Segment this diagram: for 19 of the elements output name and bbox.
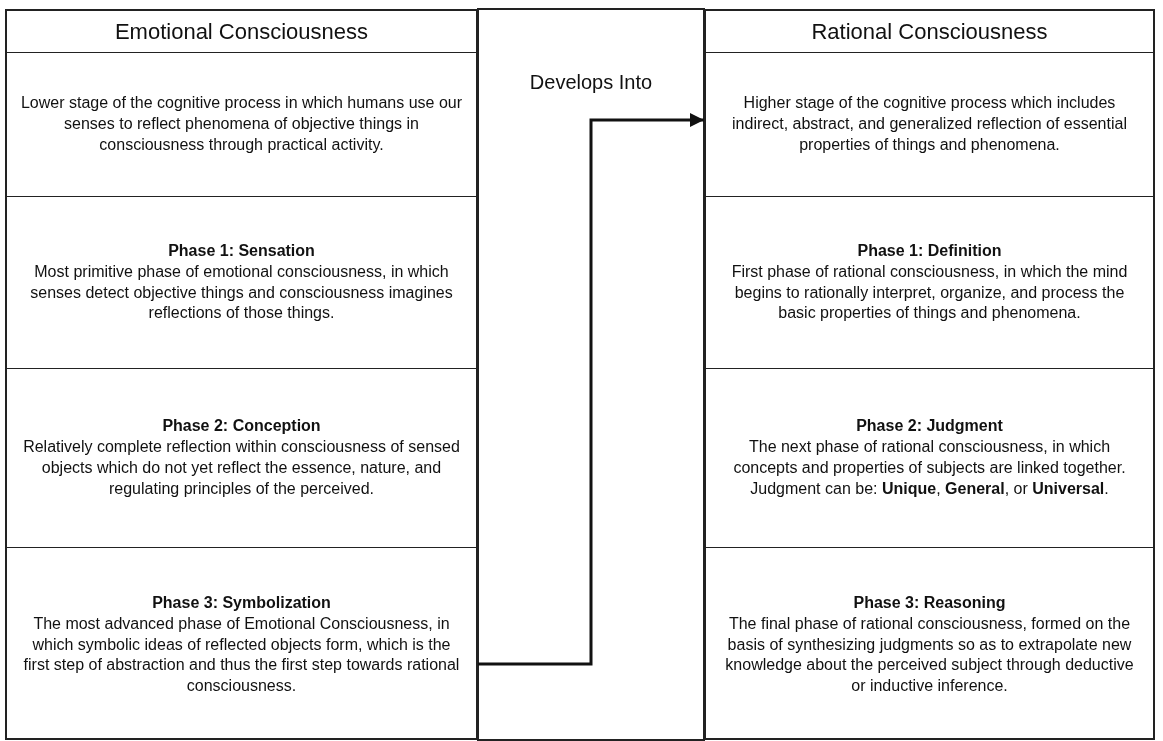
arrow xyxy=(478,113,704,666)
description-text: First phase of rational consciousness, in which the mind begins to rationally interpret, organize, and process the basic properties of things and phenomena. xyxy=(730,261,1129,324)
column-heading: Rational Consciousness xyxy=(810,17,1049,46)
description-text: Higher stage of the cognitive process which includes indirect, abstract, and generalized reflection of essential properties of things and phenomena. xyxy=(731,93,1128,155)
description-text: The final phase of rational consciousness, formed on the basis of synthesizing judgments so as to extrapolate new knowledge about the perceived subject through deductive or inductive inference. xyxy=(724,613,1135,697)
phase-heading: Phase 1: Definition xyxy=(857,240,1002,261)
description-text: Relatively complete reflection within consciousness of sensed objects which do not yet reflect the essence, nature, and regulating principles of the perceived. xyxy=(22,437,461,499)
phase-heading: Phase 1: Sensation xyxy=(168,240,315,261)
column-heading: Emotional Consciousness xyxy=(113,17,370,46)
description-text: Most primitive phase of emotional consciousness, in which senses detect objective things and consciousness imagines reflections of those things. xyxy=(29,261,454,324)
column-panel xyxy=(704,9,1155,740)
description-text: The next phase of rational consciousness, in which concepts and properties of subjects are linked together. Judgment can be: Unique, General, or Universal. xyxy=(732,437,1127,499)
phase-heading: Phase 3: Reasoning xyxy=(853,593,1006,613)
phase-heading: Phase 2: Conception xyxy=(162,416,321,437)
description-text: Lower stage of the cognitive process in which humans use our senses to reflect phenomena of objective things in consciousness through practical activity. xyxy=(19,93,464,155)
column-panel xyxy=(5,9,478,740)
phase-heading: Phase 3: Symbolization xyxy=(152,593,331,613)
description-text: The most advanced phase of Emotional Consciousness, in which symbolic ideas of reflected objects form, which is the first step of abstraction and thus the first step towards rational consciousness. xyxy=(22,613,461,697)
phase-heading: Phase 2: Judgment xyxy=(856,416,1003,437)
